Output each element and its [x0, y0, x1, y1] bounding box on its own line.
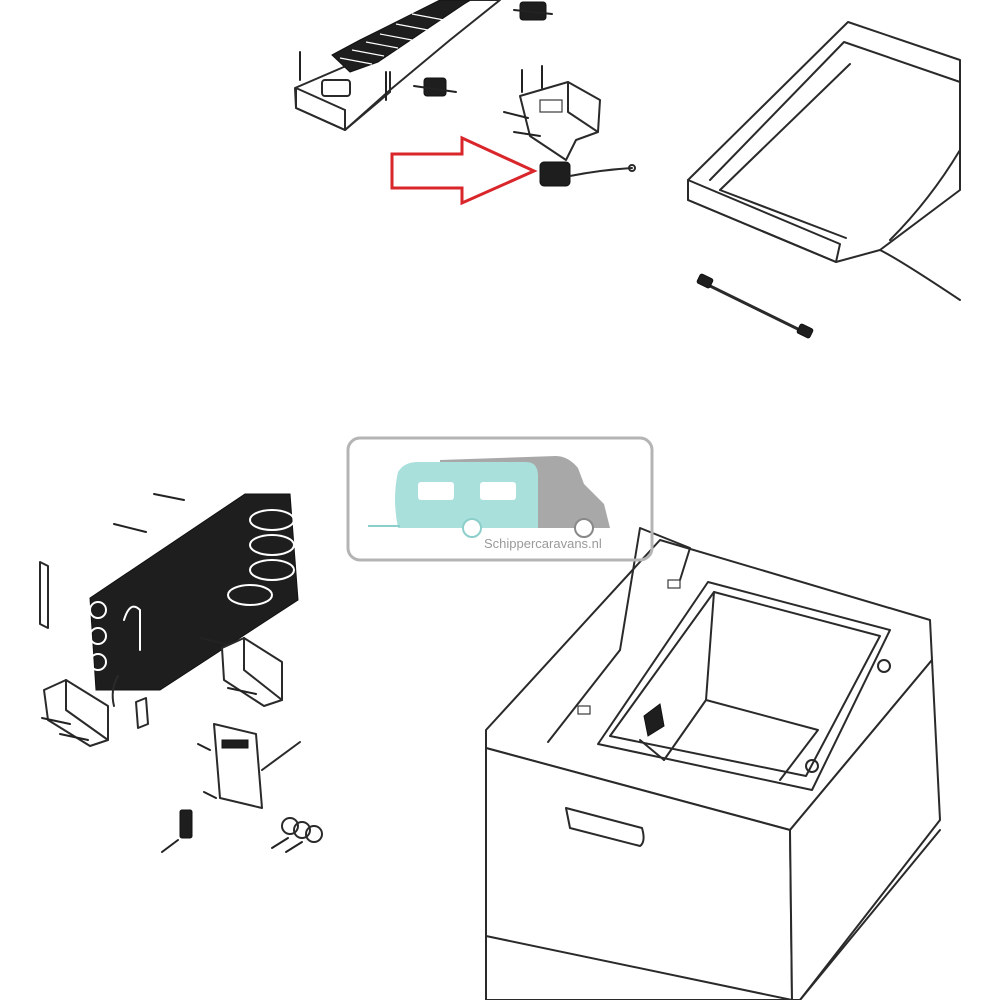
lid-panel: [687, 21, 961, 301]
gas-valve-part: [513, 1, 553, 21]
caravan-icon: [368, 462, 538, 538]
fridge-cabinet: [485, 539, 941, 1000]
cooling-unit: [89, 493, 299, 707]
right-mount-bracket: [199, 637, 283, 707]
left-mount-bracket: [41, 679, 109, 747]
watermark-logo: Schippercaravans.nl: [346, 436, 654, 562]
gas-tube-connector: [696, 273, 814, 339]
cooling-coils: [227, 509, 295, 606]
highlight-arrow: [390, 135, 538, 206]
control-knobs: [271, 817, 323, 853]
control-plate: [197, 723, 301, 809]
burner-tray-assembly: [294, 0, 501, 131]
small-clip: [135, 697, 149, 729]
watermark-text: Schippercaravans.nl: [484, 536, 602, 551]
thermostat-sensor-part: [539, 161, 636, 187]
burner-grille: [331, 0, 471, 73]
side-panel-fragment: [39, 561, 49, 629]
back-panel: [547, 527, 691, 743]
thermostat-bracket: [503, 65, 601, 161]
ignition-part: [413, 77, 457, 97]
watermark-frame: [346, 436, 654, 562]
spark-igniter: [161, 809, 193, 853]
